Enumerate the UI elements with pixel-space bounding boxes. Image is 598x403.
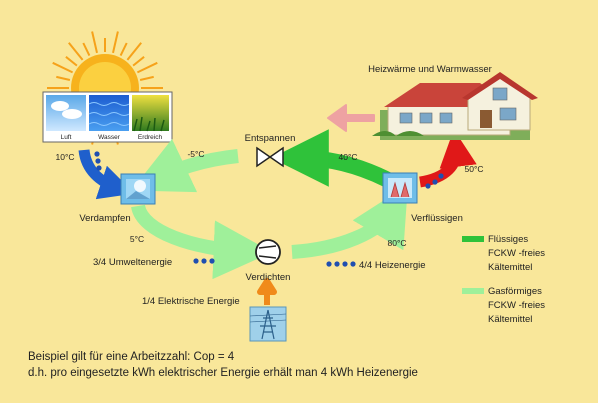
evaporator-label: Verdampfen — [79, 213, 130, 224]
legend-gas-line1: Gasförmiges — [488, 286, 542, 297]
electric-energy-label: 1/4 Elektrische Energie — [142, 296, 240, 307]
sun-ray — [119, 42, 128, 57]
compressor-label: Verdichten — [246, 272, 291, 283]
compressor-icon — [255, 239, 281, 265]
expansion-label: Entspannen — [245, 133, 296, 144]
legend-liquid-line1: Flüssiges — [488, 234, 528, 245]
expansion-valve-icon — [256, 146, 284, 168]
legend-gas-swatch — [462, 288, 484, 294]
heat-delivery-arrow — [327, 104, 375, 132]
legend-gas-line3: Kältemittel — [488, 314, 532, 325]
energy-source-panel: Luft Wasser Erdreich — [42, 91, 173, 143]
source-heat-arrow — [78, 149, 135, 200]
temp-source-in: 10°C — [56, 152, 75, 162]
temp-after-expansion: -5°C — [187, 149, 204, 159]
condenser-dots — [425, 173, 444, 189]
heat-energy-dots — [326, 261, 356, 267]
condenser-label: Verflüssigen — [411, 213, 463, 224]
sun-ray — [112, 31, 119, 54]
temp-to-condenser: 40°C — [339, 152, 358, 162]
gas-flow-evaporator-to-compressor — [131, 203, 273, 280]
temp-after-evaporator: 5°C — [130, 234, 144, 244]
gas-flow-compressor-to-condenser — [291, 184, 408, 259]
evaporator-icon — [120, 173, 156, 205]
temp-house-out: 50°C — [465, 164, 484, 174]
sun-ray — [136, 61, 158, 74]
house-title: Heizwärme und Warmwasser — [368, 64, 492, 75]
legend-liquid-swatch — [462, 236, 484, 242]
water-source-label: Wasser — [98, 134, 121, 141]
sun-ray — [126, 42, 142, 61]
liquid-flow-condenser-to-expansion — [271, 129, 392, 188]
soil-source-label: Erdreich — [138, 134, 163, 141]
ambient-energy-label: 3/4 Umweltenergie — [93, 257, 172, 268]
sun-ray — [68, 42, 84, 61]
heat-to-house-arrow — [418, 129, 477, 188]
sun-ray — [82, 42, 91, 57]
house-image — [372, 72, 538, 140]
sun-ray — [132, 56, 145, 67]
footer-line-2: d.h. pro eingesetzte kWh elektrischer En… — [28, 367, 418, 379]
condenser-icon — [382, 172, 418, 204]
sun-ray — [65, 56, 78, 67]
gas-flow-expansion-to-evaporator — [131, 138, 239, 193]
sun-ray — [52, 61, 74, 74]
air-source-image — [46, 95, 86, 131]
source-dots — [94, 151, 102, 171]
sun-ray — [56, 75, 71, 81]
air-source-label: Luft — [61, 134, 72, 141]
sun-ray — [91, 31, 98, 54]
ambient-energy-dots — [193, 258, 215, 264]
legend-liquid-line2: FCKW -freies — [488, 248, 545, 259]
footer-line-1: Beispiel gilt für eine Arbeitzzahl: Cop … — [28, 351, 235, 363]
sun-ray — [139, 75, 154, 81]
temp-after-compressor: 80°C — [388, 238, 407, 248]
water-source-image — [88, 95, 130, 131]
legend-liquid-line3: Kältemittel — [488, 262, 532, 273]
soil-source-image — [132, 95, 169, 132]
electricity-pylon-image — [249, 306, 287, 342]
heat-energy-label: 4/4 Heizenergie — [359, 260, 426, 271]
electric-energy-arrow — [257, 278, 277, 305]
legend-gas-line2: FCKW -freies — [488, 300, 545, 311]
